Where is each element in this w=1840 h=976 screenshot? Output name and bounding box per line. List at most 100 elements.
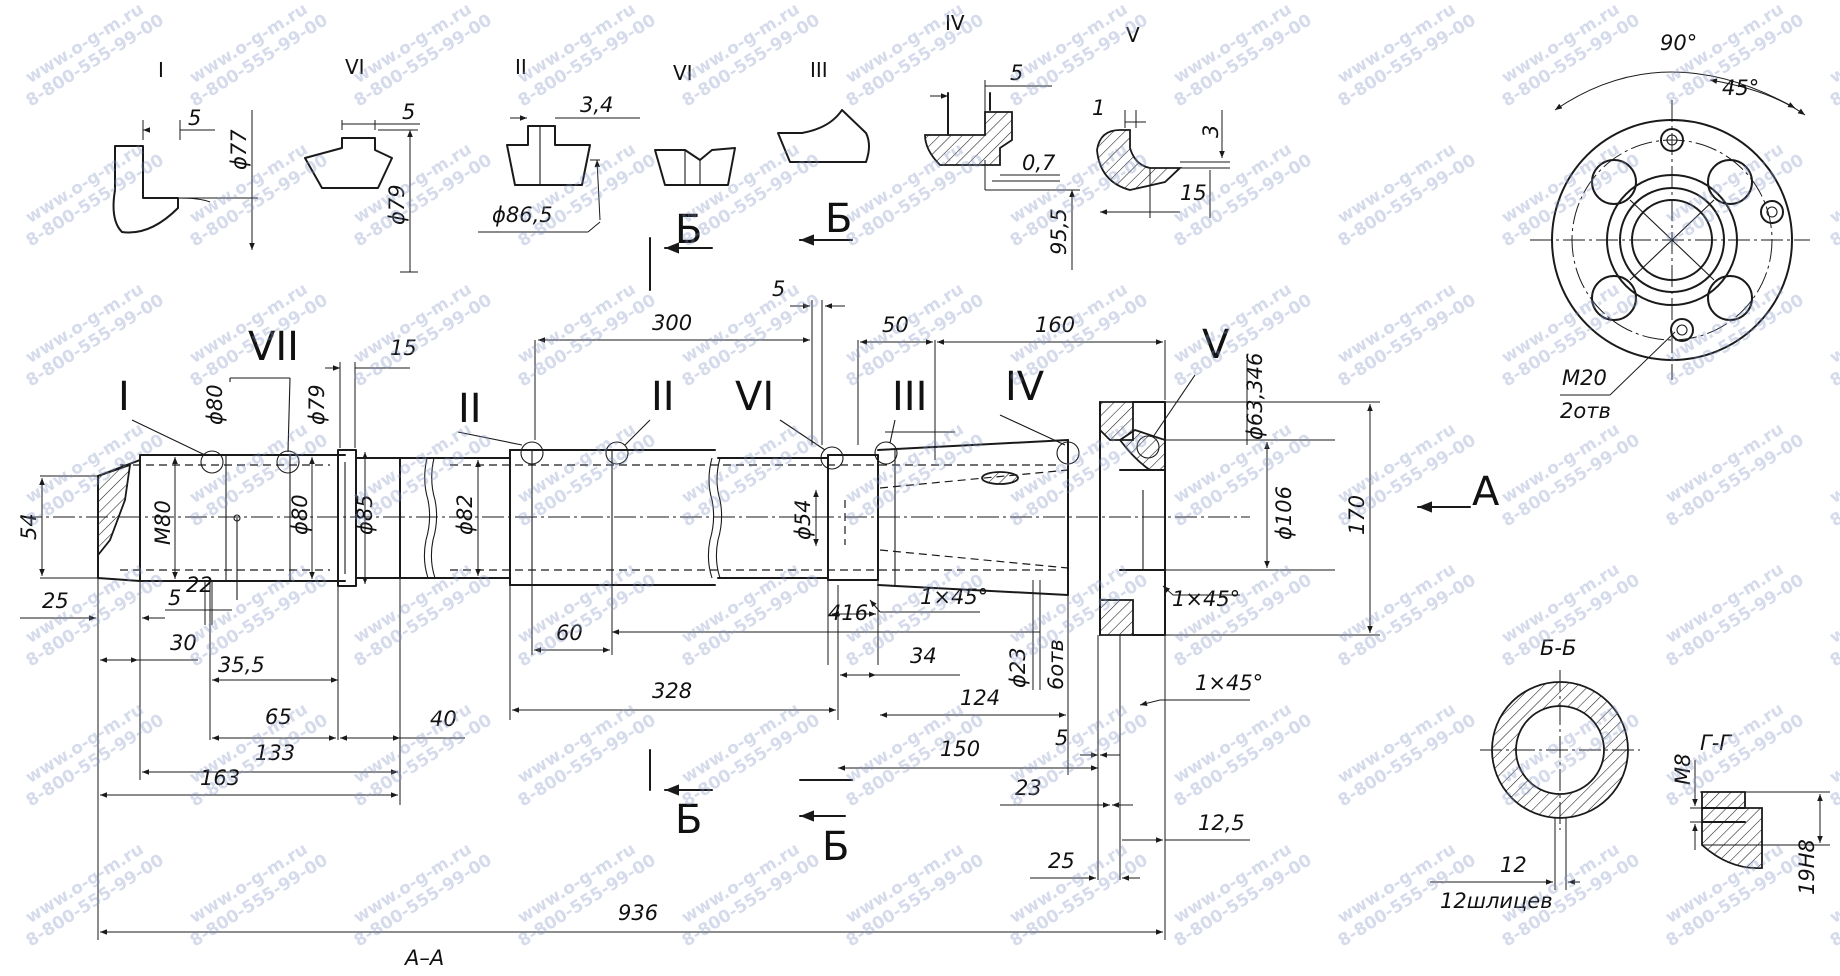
watermark-text: www.o-g-m.ru8-800-555-99-00 xyxy=(996,0,1152,111)
section-bb: Б-Б 12 12шлицев xyxy=(1430,636,1640,913)
dim-170: 170 xyxy=(1345,495,1369,535)
detail-circles xyxy=(200,435,1160,474)
watermark-text: www.o-g-m.ru8-800-555-99-00 xyxy=(504,553,660,671)
flange-end-view: 90° 45° M20 2отв xyxy=(1530,31,1810,423)
dim-163: 163 xyxy=(200,766,240,790)
section-marker-b-bottom: Б Б xyxy=(649,749,853,870)
watermark-text: www.o-g-m.ru8-800-555-99-00 xyxy=(504,133,660,251)
detail-views: I 5 ϕ77 VI 5 ϕ79 II xyxy=(112,11,1230,291)
view-a-label: A xyxy=(1472,469,1500,515)
dim-160: 160 xyxy=(1035,313,1075,337)
watermark-text: www.o-g-m.ru8-800-555-99-00 xyxy=(1816,0,1840,111)
detail-iii: III xyxy=(777,58,870,163)
dim-25b: 25 xyxy=(1048,849,1075,873)
watermark-text: www.o-g-m.ru8-800-555-99-00 xyxy=(1160,553,1316,671)
watermark-text: www.o-g-m.ru8-800-555-99-00 xyxy=(1816,413,1840,531)
section-bb-splines: 12шлицев xyxy=(1440,889,1553,913)
watermark-text: www.o-g-m.ru8-800-555-99-00 xyxy=(176,133,332,251)
dim-phi54: ϕ54 xyxy=(791,499,815,540)
watermark-text: www.o-g-m.ru8-800-555-99-00 xyxy=(12,693,168,811)
watermark-text: www.o-g-m.ru8-800-555-99-00 xyxy=(1816,833,1840,951)
detail-vi-a-dim-5: 5 xyxy=(402,100,415,124)
watermark-text: www.o-g-m.ru8-800-555-99-00 xyxy=(668,133,824,251)
dim-50: 50 xyxy=(882,313,909,337)
detail-i-label: I xyxy=(158,58,164,82)
watermark-text: www.o-g-m.ru8-800-555-99-00 xyxy=(1160,693,1316,811)
dim-40: 40 xyxy=(430,707,457,731)
watermark-text: www.o-g-m.ru8-800-555-99-00 xyxy=(668,833,824,951)
detail-vi-a: VI 5 ϕ79 xyxy=(304,55,420,273)
detail-ii-label: II xyxy=(515,55,527,79)
watermark-text: www.o-g-m.ru8-800-555-99-00 xyxy=(1160,273,1316,391)
dim-phi106: ϕ106 xyxy=(1272,486,1296,540)
dim-328: 328 xyxy=(652,679,692,703)
dim-60: 60 xyxy=(556,621,583,645)
detail-ii: II 3,4 ϕ86,5 xyxy=(478,55,640,233)
watermark-text: www.o-g-m.ru8-800-555-99-00 xyxy=(832,833,988,951)
section-gg-fit: 19H8 xyxy=(1795,839,1819,895)
detail-iv-dim-955: 95,5 xyxy=(1047,208,1071,255)
watermark-text: www.o-g-m.ru8-800-555-99-00 xyxy=(504,273,660,391)
watermark-text: www.o-g-m.ru8-800-555-99-00 xyxy=(1488,413,1644,531)
watermark-text: www.o-g-m.ru8-800-555-99-00 xyxy=(1324,553,1480,671)
section-gg-m8: M8 xyxy=(1671,754,1695,785)
dim-5: 5 xyxy=(168,586,181,610)
dim-25: 25 xyxy=(42,589,69,613)
dim-936: 936 xyxy=(618,901,658,925)
flange-thread-m20: M20 xyxy=(1562,366,1607,390)
main-detail-labels: I VII II II VI III IV V xyxy=(118,322,1230,456)
dim-416: 416 xyxy=(828,601,868,625)
detail-vi-a-dim-phi79: ϕ79 xyxy=(385,184,409,225)
main-label-vii: VII xyxy=(248,324,299,370)
watermark-text: www.o-g-m.ru8-800-555-99-00 xyxy=(668,693,824,811)
watermark-text: www.o-g-m.ru8-800-555-99-00 xyxy=(340,133,496,251)
watermark-text: www.o-g-m.ru8-800-555-99-00 xyxy=(1160,0,1316,111)
main-label-i: I xyxy=(118,374,130,420)
detail-v-dim-3: 3 xyxy=(1199,125,1223,138)
dim-phi85: ϕ85 xyxy=(353,494,377,535)
watermark-text: www.o-g-m.ru8-800-555-99-00 xyxy=(1652,553,1808,671)
shaft-outline xyxy=(97,401,1166,636)
dim-150: 150 xyxy=(940,737,980,761)
flange-angle-90: 90° xyxy=(1660,31,1697,55)
watermark-text: www.o-g-m.ru8-800-555-99-00 xyxy=(12,0,168,111)
watermark-text: www.o-g-m.ru8-800-555-99-00 xyxy=(340,833,496,951)
section-aa-label: A–A xyxy=(403,946,444,970)
detail-v-dim-1: 1 xyxy=(1092,96,1105,120)
dim-5b: 5 xyxy=(1055,726,1068,750)
detail-vi-b: VI xyxy=(654,61,736,186)
dim-22: 22 xyxy=(186,573,213,597)
watermark-text: www.o-g-m.ru8-800-555-99-00 xyxy=(12,833,168,951)
watermark-text: www.o-g-m.ru8-800-555-99-00 xyxy=(12,273,168,391)
section-gg-label: Г-Г xyxy=(1700,731,1733,755)
watermark-text: www.o-g-m.ru8-800-555-99-00 xyxy=(12,413,168,531)
dim-133: 133 xyxy=(255,741,295,765)
watermark-text: www.o-g-m.ru8-800-555-99-00 xyxy=(176,833,332,951)
flange-angle-45: 45° xyxy=(1722,76,1759,100)
watermark-text: www.o-g-m.ru8-800-555-99-00 xyxy=(504,413,660,531)
section-b-label-2: Б xyxy=(825,196,852,242)
main-label-vi: VI xyxy=(735,374,774,420)
detail-ii-dim-phi865: ϕ86,5 xyxy=(492,203,553,227)
watermark-text: www.o-g-m.ru8-800-555-99-00 xyxy=(504,693,660,811)
watermark-text: www.o-g-m.ru8-800-555-99-00 xyxy=(1324,413,1480,531)
top-dimensions: 300 5 50 160 15 xyxy=(325,277,1166,460)
watermark-text: www.o-g-m.ru8-800-555-99-00 xyxy=(1816,133,1840,251)
watermark-text: www.o-g-m.ru8-800-555-99-00 xyxy=(996,273,1152,391)
dim-top-15: 15 xyxy=(390,336,417,360)
dim-phi23: ϕ23 xyxy=(1006,647,1030,688)
watermark-text: www.o-g-m.ru8-800-555-99-00 xyxy=(340,693,496,811)
detail-iv-dim-5: 5 xyxy=(1010,61,1023,85)
watermark-text: www.o-g-m.ru8-800-555-99-00 xyxy=(1324,693,1480,811)
dim-34: 34 xyxy=(910,644,937,668)
watermark-text: www.o-g-m.ru8-800-555-99-00 xyxy=(1160,833,1316,951)
dim-top-5: 5 xyxy=(772,277,785,301)
detail-iv-dim-07: 0,7 xyxy=(1022,151,1056,175)
section-b-label-3: Б xyxy=(675,797,702,843)
diameter-dimensions: 54 ϕ80 ϕ79 M80 ϕ80 ϕ85 ϕ82 ϕ54 ϕ106 170 … xyxy=(17,353,1380,636)
dim-m80: M80 xyxy=(151,500,175,545)
watermark-text: www.o-g-m.ru8-800-555-99-00 xyxy=(668,553,824,671)
watermark-text: www.o-g-m.ru8-800-555-99-00 xyxy=(832,0,988,111)
watermark-text: www.o-g-m.ru8-800-555-99-00 xyxy=(996,693,1152,811)
